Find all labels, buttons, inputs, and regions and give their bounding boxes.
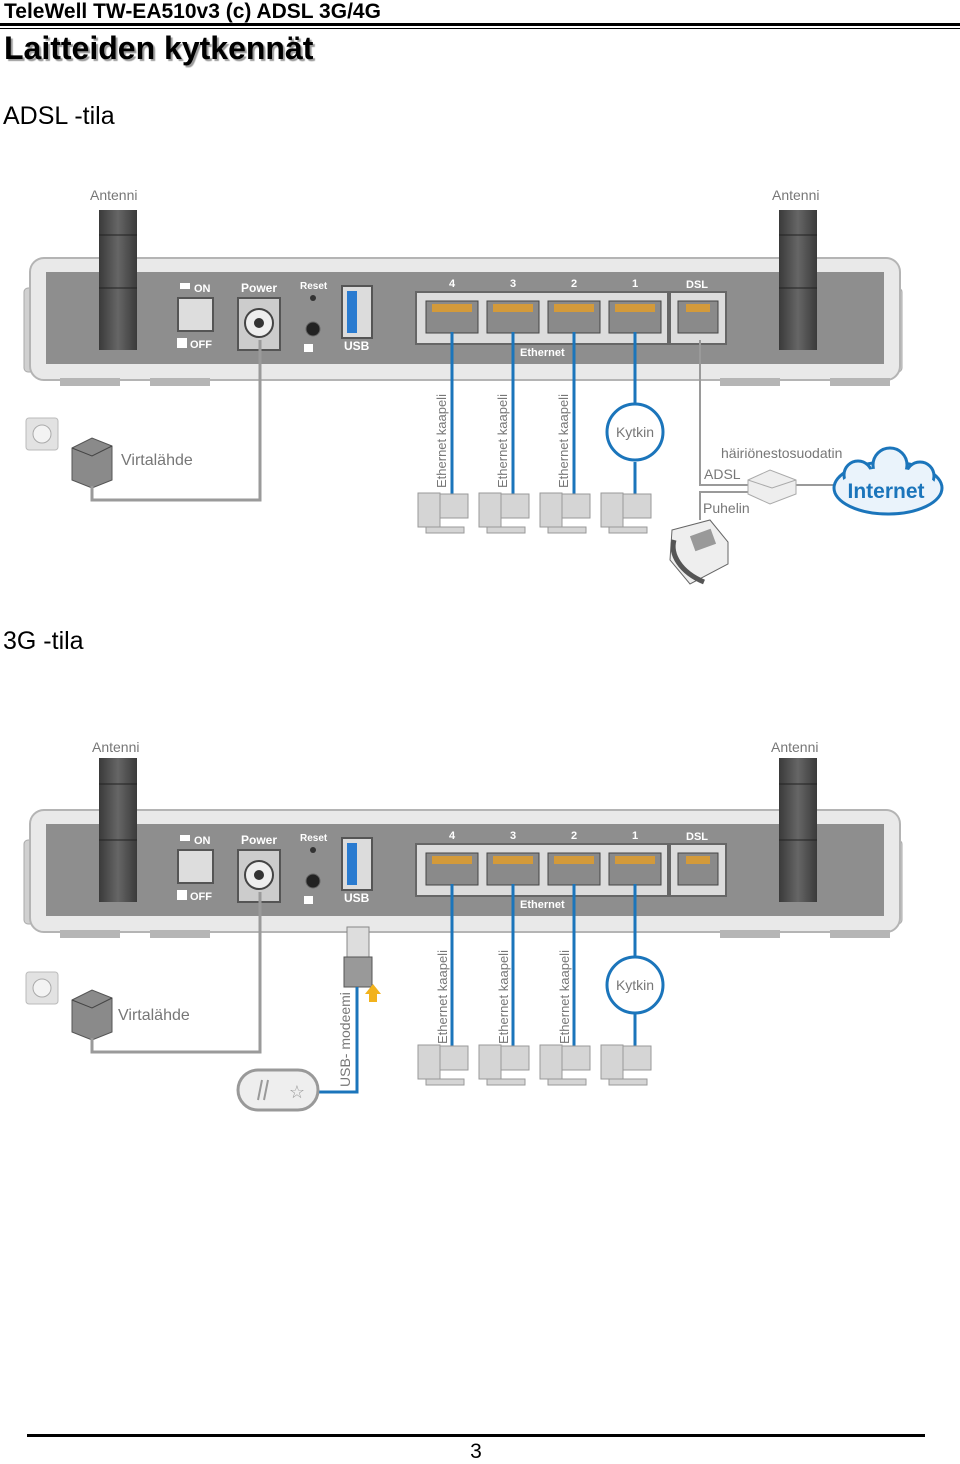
adsl-line [699,340,748,486]
computer-icons [417,1044,652,1086]
dsl-label: DSL [686,831,708,843]
antenna-right [779,758,817,902]
internet-cloud-icon [832,446,944,516]
computer-icons [417,492,652,534]
filter-icon [747,469,797,505]
power-supply-label: Virtalähde [121,452,193,469]
antenna-label-right: Antenni [772,187,819,203]
port-number-2: 2 [571,830,577,842]
port-number-4: 4 [449,278,456,290]
footer-rule [27,1434,925,1437]
document-header: TeleWell TW-EA510v3 (c) ADSL 3G/4G [4,0,381,23]
port-number-3: 3 [510,278,516,290]
switch-label: Kytkin [616,977,654,993]
power-label: Power [241,281,277,295]
reset-label: Reset [300,281,328,292]
ethernet-cable-label-3: Ethernet kaapeli [557,950,572,1044]
port-number-4: 4 [449,830,456,842]
page-number: 3 [470,1440,482,1463]
off-label: OFF [190,891,212,903]
port-number-2: 2 [571,278,577,290]
dsl-label: DSL [686,279,708,291]
switch-circle [605,402,665,462]
ethernet-cable-label-3: Ethernet kaapeli [556,394,571,488]
on-label: ON [194,835,211,847]
ethernet-cable-label-1: Ethernet kaapeli [434,394,449,488]
phone-line [699,491,765,520]
adsl-label: ADSL [704,466,741,482]
antenna-label-right: Antenni [771,739,818,755]
usb-label: USB [344,891,370,905]
switch-circle [605,955,665,1015]
usb-modem-icon: ☆ [236,1068,320,1112]
antenna-label-left: Antenni [90,187,137,203]
arrow-up-icon [365,984,381,1002]
power-supply-label: Virtalähde [118,1007,190,1024]
page-title: Laitteiden kytkennät [4,30,314,66]
svg-text:☆: ☆ [289,1082,305,1102]
header-rule-thin [0,28,960,29]
ethernet-cable-label-2: Ethernet kaapeli [495,394,510,488]
on-label: ON [194,283,211,295]
adsl-connection-diagram: Antenni Antenni ON OFF Power Reset USB 4… [23,187,944,585]
ethernet-label: Ethernet [520,899,565,911]
ethernet-cable-label-1: Ethernet kaapeli [435,950,450,1044]
ethernet-label: Ethernet [520,347,565,359]
port-number-1: 1 [632,278,638,290]
3g-connection-diagram: Antenni Antenni ON OFF Power Reset USB 4… [23,739,903,1112]
antenna-left [99,210,137,350]
power-adapter-icon [71,989,113,1041]
usb-plug-icon [343,926,373,988]
phone-label: Puhelin [703,500,750,516]
power-switch [177,297,214,332]
usb-label: USB [344,339,370,353]
ethernet-cable-label-2: Ethernet kaapeli [496,950,511,1044]
reset-button [305,321,321,337]
power-label: Power [241,833,277,847]
filter-label: häiriönestosuodatin [721,445,842,461]
off-label: OFF [190,339,212,351]
antenna-left [99,758,137,902]
reset-label: Reset [300,833,328,844]
antenna-right [779,210,817,350]
usb-modem-label: USB- modeemi [337,992,353,1087]
section-heading-3g: 3G -tila [3,627,84,655]
port-number-3: 3 [510,830,516,842]
power-switch [177,849,214,884]
section-heading-adsl: ADSL -tila [3,102,115,130]
port-number-1: 1 [632,830,638,842]
power-adapter-icon [71,437,113,489]
reset-button [305,873,321,889]
phone-icon [669,519,729,585]
switch-label: Kytkin [616,424,654,440]
header-rule [0,23,960,26]
antenna-label-left: Antenni [92,739,139,755]
internet-label: Internet [847,480,924,503]
